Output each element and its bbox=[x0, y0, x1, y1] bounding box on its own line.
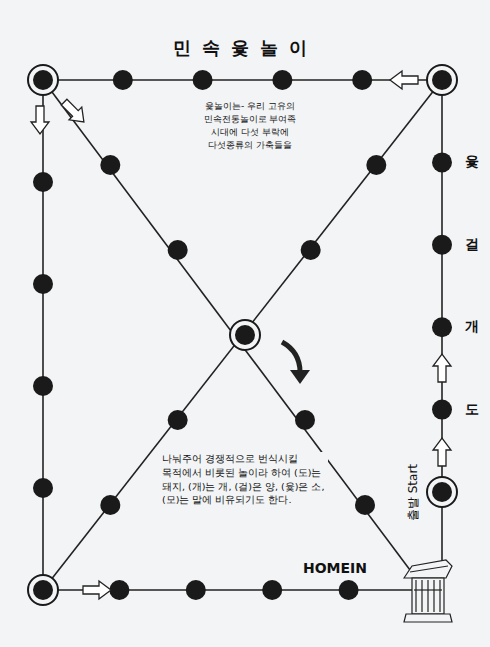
board-spot bbox=[432, 317, 452, 337]
throw-name: 개 bbox=[465, 318, 479, 336]
board-spot bbox=[339, 580, 359, 600]
intro-text: 윷놀이는- 우리 고유의 민속전통놀이로 부여족 시대에 다섯 부락에 다섯종류… bbox=[198, 100, 302, 152]
board-line bbox=[441, 80, 443, 492]
board-spot bbox=[432, 400, 452, 420]
board-spot bbox=[33, 274, 53, 294]
direction-arrow bbox=[58, 96, 91, 129]
board-spot bbox=[262, 580, 282, 600]
throw-name: 윷 bbox=[465, 153, 479, 171]
board-spot bbox=[113, 70, 133, 90]
direction-arrow bbox=[390, 71, 418, 89]
corner-spot bbox=[427, 477, 457, 507]
corner-spot bbox=[427, 65, 457, 95]
board-spot bbox=[33, 172, 53, 192]
board-line bbox=[42, 80, 44, 590]
corner-spot bbox=[28, 575, 58, 605]
direction-arrow bbox=[433, 354, 451, 382]
corner-spot bbox=[230, 320, 260, 350]
intro-text: 나눠주어 경쟁적으로 번식시킬 목적에서 비롯된 놀이라 하여 (도)는 돼지,… bbox=[162, 452, 328, 507]
house-illustration bbox=[404, 560, 452, 622]
board-spot bbox=[33, 376, 53, 396]
board-title: 민속윷놀이 bbox=[173, 36, 318, 60]
board-spot bbox=[352, 70, 372, 90]
throw-name: 걸 bbox=[465, 236, 479, 254]
board-spot bbox=[100, 495, 120, 515]
board-spot bbox=[272, 70, 292, 90]
board-spot bbox=[186, 580, 206, 600]
curved-arrow bbox=[282, 342, 300, 372]
board-spot bbox=[366, 155, 386, 175]
board-spot bbox=[193, 70, 213, 90]
board-spot bbox=[295, 410, 315, 430]
home-label: HOMEIN bbox=[303, 560, 367, 576]
throw-name: 도 bbox=[465, 401, 479, 419]
corner-spot bbox=[28, 65, 58, 95]
start-label: 출발 Start bbox=[405, 463, 422, 520]
board-spot bbox=[109, 580, 129, 600]
board-spot bbox=[432, 152, 452, 172]
board-spot bbox=[100, 155, 120, 175]
direction-arrow bbox=[83, 581, 111, 599]
board-line bbox=[43, 79, 442, 81]
curved-arrow-head bbox=[290, 370, 310, 384]
board-spot bbox=[355, 495, 375, 515]
board-line bbox=[43, 80, 425, 590]
board-line bbox=[43, 80, 442, 590]
board-spot bbox=[168, 410, 188, 430]
direction-arrow bbox=[31, 106, 49, 134]
direction-arrow bbox=[433, 438, 451, 466]
board-spot bbox=[33, 478, 53, 498]
board-spot bbox=[301, 240, 321, 260]
board-spot bbox=[168, 240, 188, 260]
board-spot bbox=[432, 235, 452, 255]
